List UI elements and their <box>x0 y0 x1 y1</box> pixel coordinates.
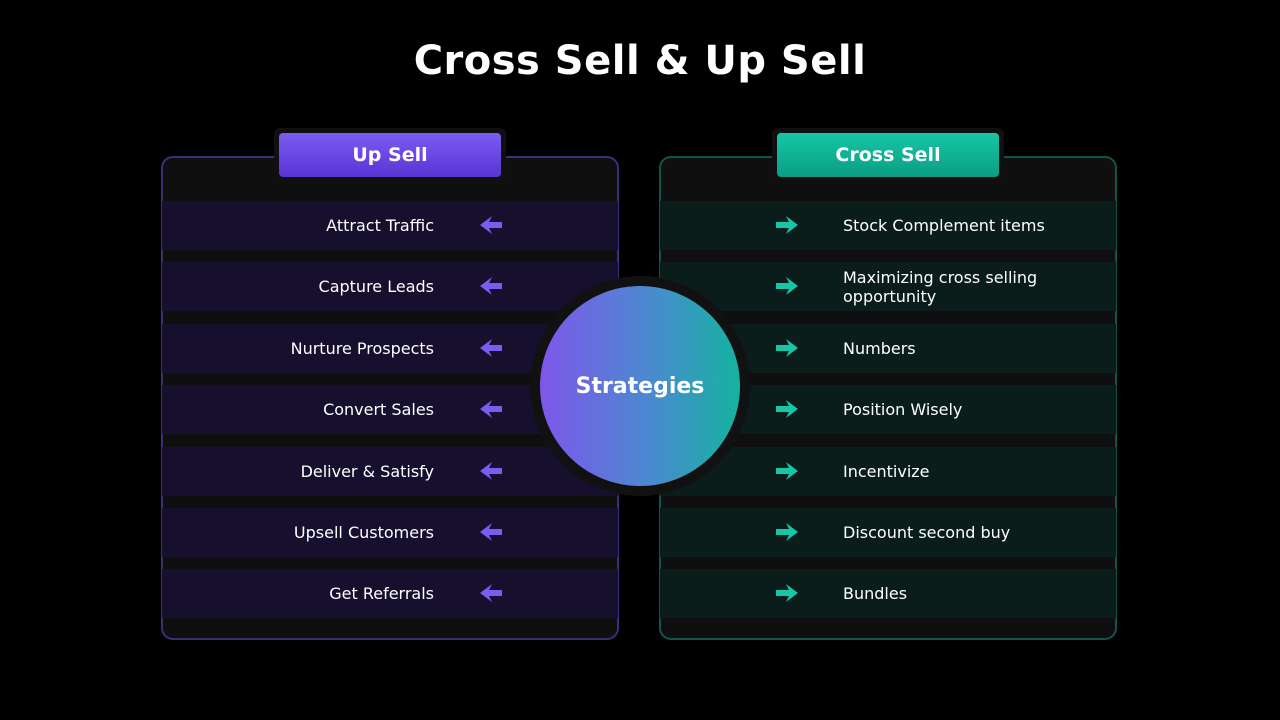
arrow-left-icon <box>480 461 502 480</box>
upsell-item: Get Referrals <box>162 569 618 619</box>
arrow-right-icon <box>776 461 798 480</box>
arrow-left-icon <box>480 584 502 603</box>
strategies-hub: Strategies <box>540 286 740 486</box>
arrow-right-icon <box>776 584 798 603</box>
upsell-item: Capture Leads <box>162 262 618 312</box>
crosssell-item: Maximizing cross selling opportunity <box>660 262 1116 312</box>
crosssell-item-label: Position Wisely <box>843 400 963 420</box>
crosssell-item: Stock Complement items <box>660 201 1116 250</box>
arrow-right-icon <box>776 277 798 296</box>
upsell-item-label: Capture Leads <box>318 277 434 297</box>
crosssell-item-label: Discount second buy <box>843 522 1011 542</box>
upsell-item-label: Upsell Customers <box>293 522 434 542</box>
slide-title: Cross Sell & Up Sell <box>413 38 867 84</box>
crosssell-header: Cross Sell <box>777 133 999 177</box>
upsell-item-label: Attract Traffic <box>326 216 434 235</box>
crosssell-item: Incentivize <box>660 446 1116 496</box>
upsell-item-label: Nurture Prospects <box>290 338 434 358</box>
crosssell-item-label: Stock Complement items <box>843 216 1045 235</box>
arrow-left-icon <box>480 277 502 296</box>
crosssell-item-label: Numbers <box>843 338 916 358</box>
upsell-item-label: Convert Sales <box>323 400 434 420</box>
upsell-header-tab: Up Sell <box>274 128 506 182</box>
upsell-item: Upsell Customers <box>162 507 618 557</box>
arrow-left-icon <box>480 338 502 357</box>
upsell-item-label: Get Referrals <box>329 584 434 604</box>
crosssell-item-label: Incentivize <box>843 461 930 481</box>
arrow-left-icon <box>480 216 502 234</box>
upsell-item: Deliver & Satisfy <box>162 446 618 496</box>
crosssell-header-tab: Cross Sell <box>772 128 1004 182</box>
arrow-right-icon <box>776 400 798 419</box>
upsell-item-label: Deliver & Satisfy <box>300 461 434 481</box>
arrow-left-icon <box>480 522 502 541</box>
arrow-right-icon <box>776 216 798 234</box>
arrow-left-icon <box>480 400 502 419</box>
strategies-label: Strategies <box>575 373 705 399</box>
crosssell-item: Bundles <box>660 569 1116 619</box>
crosssell-item: Discount second buy <box>660 507 1116 557</box>
crosssell-item-label: Maximizing cross selling opportunity <box>843 267 1038 306</box>
arrow-right-icon <box>776 522 798 541</box>
arrow-right-icon <box>776 338 798 357</box>
upsell-item: Attract Traffic <box>162 201 618 250</box>
upsell-header: Up Sell <box>279 133 501 177</box>
crosssell-item-label: Bundles <box>843 584 908 604</box>
